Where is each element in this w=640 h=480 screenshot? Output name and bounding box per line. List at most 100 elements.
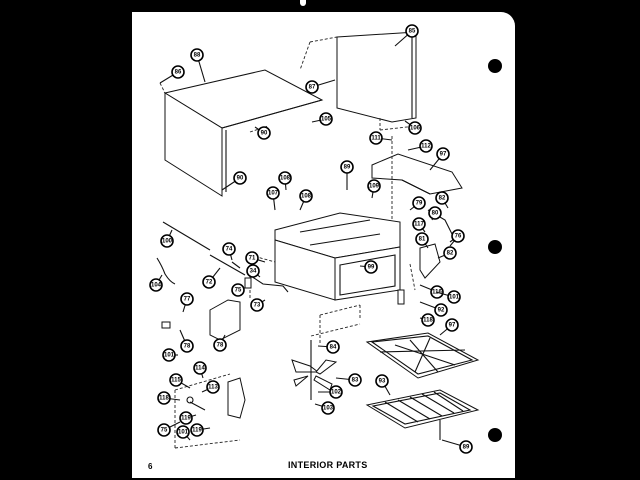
callout-label: 117 — [414, 222, 424, 228]
callout-78: 78 — [179, 329, 194, 353]
lower-bracket-assembly — [174, 373, 246, 449]
callout-circle — [436, 147, 450, 161]
callout-circle — [435, 191, 449, 205]
callout-86: 86 — [159, 65, 185, 84]
callout-75: 75 — [231, 283, 245, 297]
callout-circle — [375, 374, 389, 388]
callout-102: 102 — [318, 385, 343, 399]
callout-circle — [179, 411, 193, 425]
air-duct-part — [371, 136, 463, 240]
callout-81: 81 — [415, 232, 429, 249]
callout-label: 86 — [175, 70, 182, 76]
callout-label: 107 — [268, 191, 279, 197]
rear-panel-part — [299, 31, 417, 131]
callout-label: 113 — [208, 385, 218, 391]
callout-circle — [421, 313, 435, 327]
callout-87: 87 — [305, 79, 336, 94]
callout-circle — [326, 340, 340, 354]
callout-circle — [447, 290, 461, 304]
callout-circle — [415, 232, 429, 246]
callout-circle — [160, 234, 174, 248]
callout-circle — [266, 186, 280, 200]
oven-rack-part — [365, 389, 480, 440]
callout-label: 73 — [254, 303, 261, 309]
callout-106: 106 — [404, 120, 422, 135]
callout-label: 119 — [181, 416, 191, 422]
callout-label: 87 — [309, 85, 316, 91]
callout-label: 85 — [409, 29, 416, 35]
callout-circle — [367, 179, 381, 193]
callout-label: 75 — [235, 288, 242, 294]
callout-circle — [162, 348, 176, 362]
callout-circle — [246, 264, 260, 278]
callout-97: 97 — [429, 147, 450, 171]
callout-label: 88 — [194, 53, 201, 59]
callout-label: 114 — [195, 366, 205, 372]
callout-114: 114 — [193, 361, 207, 379]
callout-circle — [434, 303, 448, 317]
callout-label: 72 — [206, 280, 213, 286]
callout-label: 109 — [369, 184, 380, 190]
callout-118: 118 — [419, 313, 435, 327]
callout-circle — [305, 80, 319, 94]
fan-blade-part — [291, 323, 361, 400]
callout-71: 71 — [245, 251, 266, 265]
callout-97: 97 — [439, 318, 459, 336]
callout-circle — [202, 275, 216, 289]
callout-99: 99 — [359, 260, 378, 274]
callout-111: 111 — [369, 131, 393, 145]
callout-circle — [412, 217, 426, 231]
callout-label: 101 — [178, 430, 189, 436]
callout-label: 118 — [423, 318, 433, 324]
callout-circle — [428, 206, 442, 220]
callout-circle — [157, 391, 171, 405]
callout-74: 74 — [222, 242, 236, 261]
callout-label: 89 — [344, 165, 351, 171]
callout-89: 89 — [340, 160, 354, 190]
callout-label: 108 — [301, 194, 312, 200]
callout-118: 118 — [157, 391, 181, 405]
callout-label: 71 — [249, 256, 256, 262]
scan-mark — [300, 0, 306, 6]
callout-107: 107 — [266, 186, 280, 211]
callout-90: 90 — [221, 171, 247, 191]
callout-circle — [213, 338, 227, 352]
callout-82: 82 — [437, 246, 457, 260]
callout-label: 78 — [184, 344, 191, 350]
callout-circle — [149, 278, 163, 292]
callout-83: 83 — [335, 373, 362, 387]
callout-label: 90 — [261, 131, 268, 137]
callout-112: 112 — [407, 139, 433, 153]
callout-circle — [176, 425, 190, 439]
glass-tray-part — [365, 332, 480, 379]
callout-label: 82 — [439, 196, 446, 202]
callout-119: 119 — [190, 423, 211, 437]
callout-circle — [348, 373, 362, 387]
callout-label: 101 — [164, 353, 175, 359]
diagram-title: INTERIOR PARTS — [288, 460, 368, 470]
callout-label: 97 — [449, 323, 456, 329]
callout-101: 101 — [435, 290, 461, 304]
callout-layer: 8688908790105851061111129710710810889109… — [149, 24, 473, 454]
callout-92: 92 — [419, 301, 448, 317]
binder-hole-top — [488, 59, 502, 73]
callout-label: 90 — [237, 176, 244, 182]
callout-label: 79 — [416, 201, 423, 207]
callout-34: 34 — [246, 264, 261, 278]
callout-label: 100 — [162, 239, 173, 245]
binder-hole-bottom — [488, 428, 502, 442]
callout-89: 89 — [441, 439, 473, 454]
callout-80: 80 — [428, 206, 442, 221]
callout-label: 112 — [421, 144, 431, 150]
callout-85: 85 — [394, 24, 419, 47]
callout-circle — [419, 139, 433, 153]
callout-label: 104 — [151, 283, 162, 289]
callout-101: 101 — [162, 348, 178, 362]
callout-circle — [231, 283, 245, 297]
callout-113: 113 — [201, 380, 220, 394]
callout-103: 103 — [314, 401, 335, 415]
callout-109: 109 — [367, 179, 381, 199]
callout-104: 104 — [149, 274, 163, 292]
callout-label: 118 — [159, 396, 169, 402]
callout-101: 101 — [176, 425, 191, 441]
